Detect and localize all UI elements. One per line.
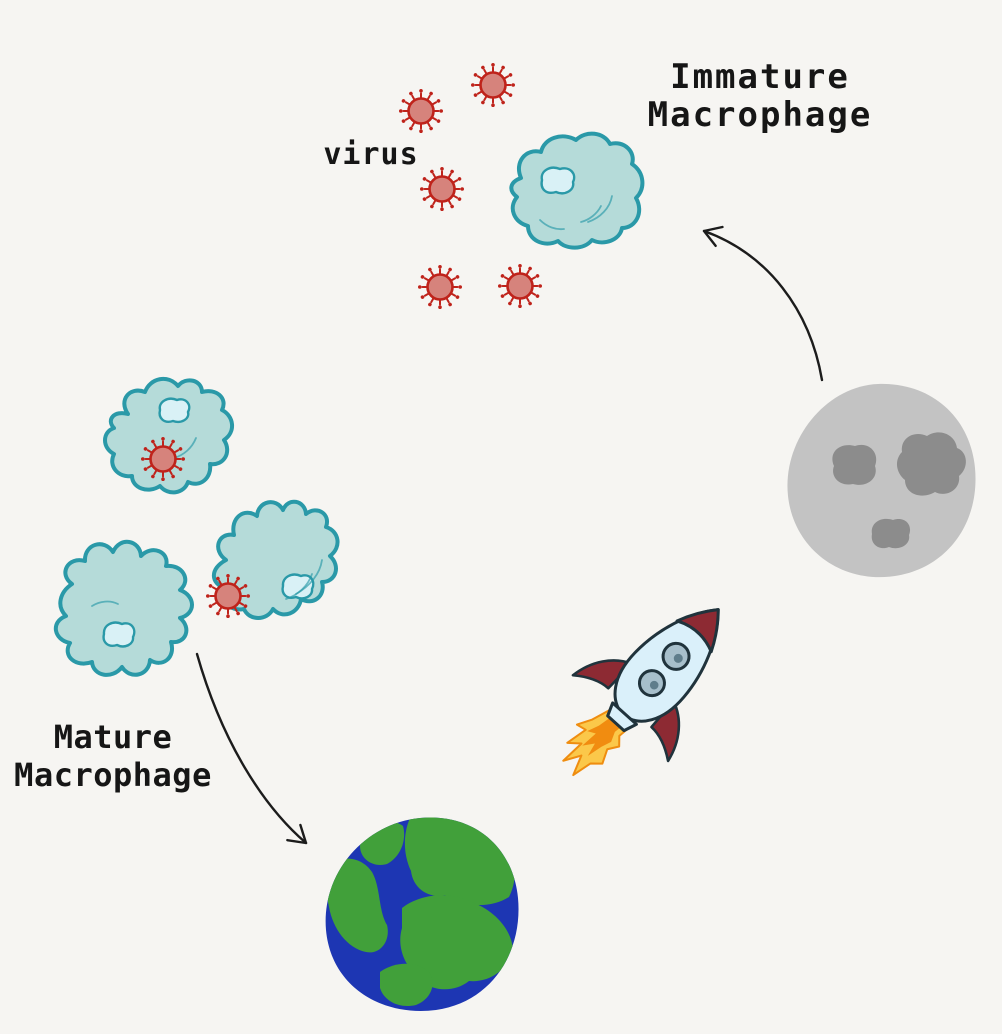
mature-cell-right: [211, 499, 340, 620]
moon-illustration: [787, 383, 976, 578]
rocket-window-lower-dot: [649, 680, 659, 690]
moon-crater-left: [832, 444, 877, 485]
rocket-fin-right: [650, 699, 681, 763]
rocket-flame-inner: [582, 714, 625, 756]
rocket-nose-cone: [675, 608, 720, 654]
immature-cell-nucleus: [540, 166, 576, 195]
moon-to-macrophage-arrow: [702, 225, 824, 382]
mature-macrophage-label-line1: Mature: [54, 718, 173, 756]
mature-macrophage-cells: [54, 376, 340, 677]
rocket-illustration: [562, 608, 720, 777]
macrophage-to-earth-arrow: [195, 652, 308, 845]
earth-illustration: [325, 817, 519, 1011]
virus-particle: [471, 63, 515, 107]
virus-particle: [498, 264, 542, 308]
immature-macrophage-label-line1: Immature: [670, 57, 850, 97]
moon-crater-bottom: [871, 518, 911, 549]
mature-macrophage-label-line2: Macrophage: [14, 756, 212, 794]
virus-particle: [399, 89, 443, 133]
immature-cell-membrane: [509, 131, 645, 250]
rocket-nozzle: [606, 701, 638, 733]
rocket-window-upper-dot: [673, 653, 683, 663]
rocket-fin-left: [571, 659, 634, 690]
immature-macrophage-cell: [509, 131, 645, 250]
moon-surface: [787, 383, 976, 578]
mature-cell-top: [103, 376, 234, 495]
earth-continents: [326, 817, 515, 1007]
immature-macrophage-label-line2: Macrophage: [648, 95, 873, 135]
virus-particle: [420, 167, 464, 211]
moon-crater-right: [896, 432, 966, 496]
virus-label: virus: [323, 137, 418, 172]
virus-particle: [418, 265, 462, 309]
mature-cell-left: [54, 540, 194, 677]
